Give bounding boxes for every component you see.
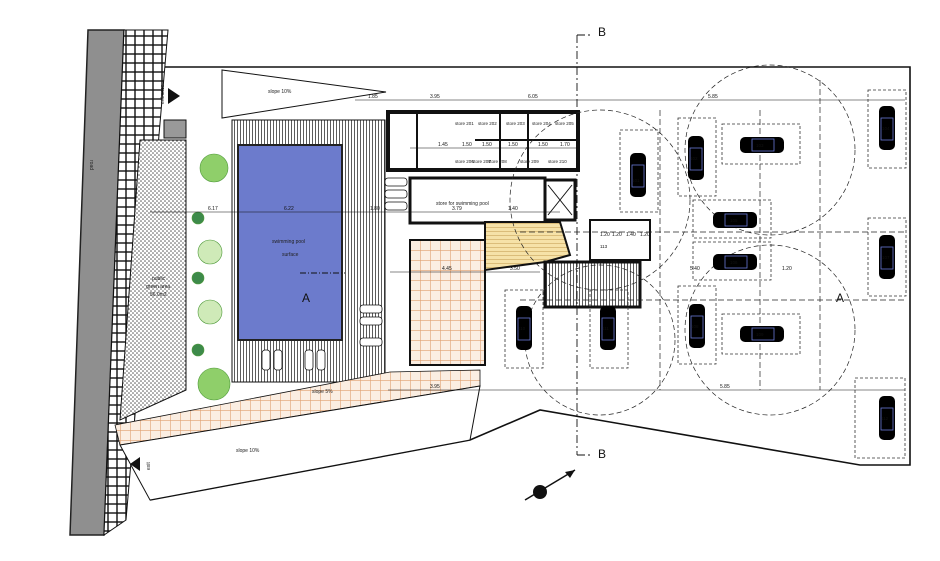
svg-text:1.20: 1.20: [612, 232, 622, 238]
exit-label: exit: [146, 462, 152, 470]
svg-text:112: 112: [881, 416, 889, 421]
svg-text:1.50: 1.50: [538, 142, 548, 148]
svg-text:105: 105: [730, 218, 738, 223]
dimension-labels: 1.85 3.95 6.05 5.85 6.17 6.22 1.80 3.79 …: [150, 94, 905, 391]
section-mark-b-top: B: [598, 25, 606, 39]
pool-label: swimming pool: [272, 239, 305, 245]
north-arrow-icon: [524, 469, 576, 501]
green-area-line3: 56.0m2: [150, 292, 167, 298]
svg-text:5.85: 5.85: [720, 384, 730, 390]
trees: [191, 153, 231, 401]
svg-text:1.50: 1.50: [482, 142, 492, 148]
svg-text:4.45: 4.45: [442, 266, 452, 272]
store-pool-label: store for swimming pool: [436, 201, 489, 207]
store-205: store 205: [555, 121, 574, 126]
parking-bays: [504, 89, 907, 459]
svg-text:109: 109: [756, 332, 764, 337]
svg-text:1.20: 1.20: [600, 232, 610, 238]
svg-text:1.40: 1.40: [508, 206, 518, 212]
entrance-label: entrance: [160, 84, 166, 104]
svg-text:1.70: 1.70: [560, 142, 570, 148]
svg-text:103: 103: [756, 143, 764, 148]
svg-text:108: 108: [691, 324, 699, 329]
section-mark-a-right: A: [836, 291, 844, 305]
svg-text:106: 106: [730, 260, 738, 265]
svg-text:5.40: 5.40: [690, 266, 700, 272]
green-area-line1: public: [152, 276, 166, 282]
store-207: store 207: [472, 159, 491, 164]
svg-text:3.95: 3.95: [430, 94, 440, 100]
store-204: store 204: [532, 121, 551, 126]
svg-text:6.17: 6.17: [208, 206, 218, 212]
sun-loungers: [261, 177, 408, 371]
swimming-pool: [237, 144, 343, 341]
svg-text:101: 101: [632, 178, 640, 183]
svg-text:1.20: 1.20: [782, 266, 792, 272]
store-210: store 210: [548, 159, 567, 164]
slope-label-middle: slope 5%: [312, 389, 333, 395]
svg-text:111: 111: [602, 326, 609, 331]
store-208: store 208: [488, 159, 507, 164]
svg-text:3.50: 3.50: [510, 266, 520, 272]
svg-text:6.05: 6.05: [528, 94, 538, 100]
svg-text:102: 102: [690, 156, 698, 161]
svg-text:110: 110: [518, 326, 526, 331]
svg-text:3.79: 3.79: [452, 206, 462, 212]
svg-text:1.80: 1.80: [370, 206, 380, 212]
section-mark-b-bottom: B: [598, 447, 606, 461]
store-202: store 202: [478, 121, 497, 126]
svg-text:6.22: 6.22: [284, 206, 294, 212]
entrance-arrow-icon: [168, 88, 180, 104]
store-203: store 203: [506, 121, 525, 126]
svg-text:5.85: 5.85: [708, 94, 718, 100]
paved-walkway: [114, 369, 481, 446]
car-numbers: 101 102 103 104 105 106 107 108 109 110 …: [518, 126, 890, 421]
svg-text:1.85: 1.85: [368, 94, 378, 100]
store-206: store 206: [455, 159, 474, 164]
ramp-bottom: [119, 385, 481, 501]
exit-arrow-icon: [130, 457, 140, 471]
section-line-b: [576, 34, 592, 456]
public-green-area: [119, 139, 187, 421]
svg-text:3.95: 3.95: [430, 384, 440, 390]
car-icon: [629, 152, 647, 198]
slope-label-bottom: slope 10%: [236, 448, 260, 454]
ramp-top: [221, 69, 387, 119]
svg-text:1.50: 1.50: [508, 142, 518, 148]
slope-label-top: slope 10%: [268, 89, 292, 95]
utility-box: [163, 119, 187, 139]
svg-text:113: 113: [600, 244, 608, 249]
svg-text:1.50: 1.50: [462, 142, 472, 148]
svg-text:1.20: 1.20: [640, 232, 650, 238]
road-label: road: [88, 160, 94, 170]
svg-text:107: 107: [882, 255, 890, 260]
store-209: store 209: [520, 159, 539, 164]
section-mark-a-left: A: [302, 291, 310, 305]
green-area-line2: green area: [146, 284, 170, 290]
svg-text:1.40: 1.40: [626, 232, 636, 238]
svg-text:104: 104: [882, 126, 890, 131]
svg-text:1.45: 1.45: [438, 142, 448, 148]
building-core: [386, 110, 651, 366]
pool-sub-label: surface: [282, 252, 299, 258]
store-201: store 201: [455, 121, 474, 126]
